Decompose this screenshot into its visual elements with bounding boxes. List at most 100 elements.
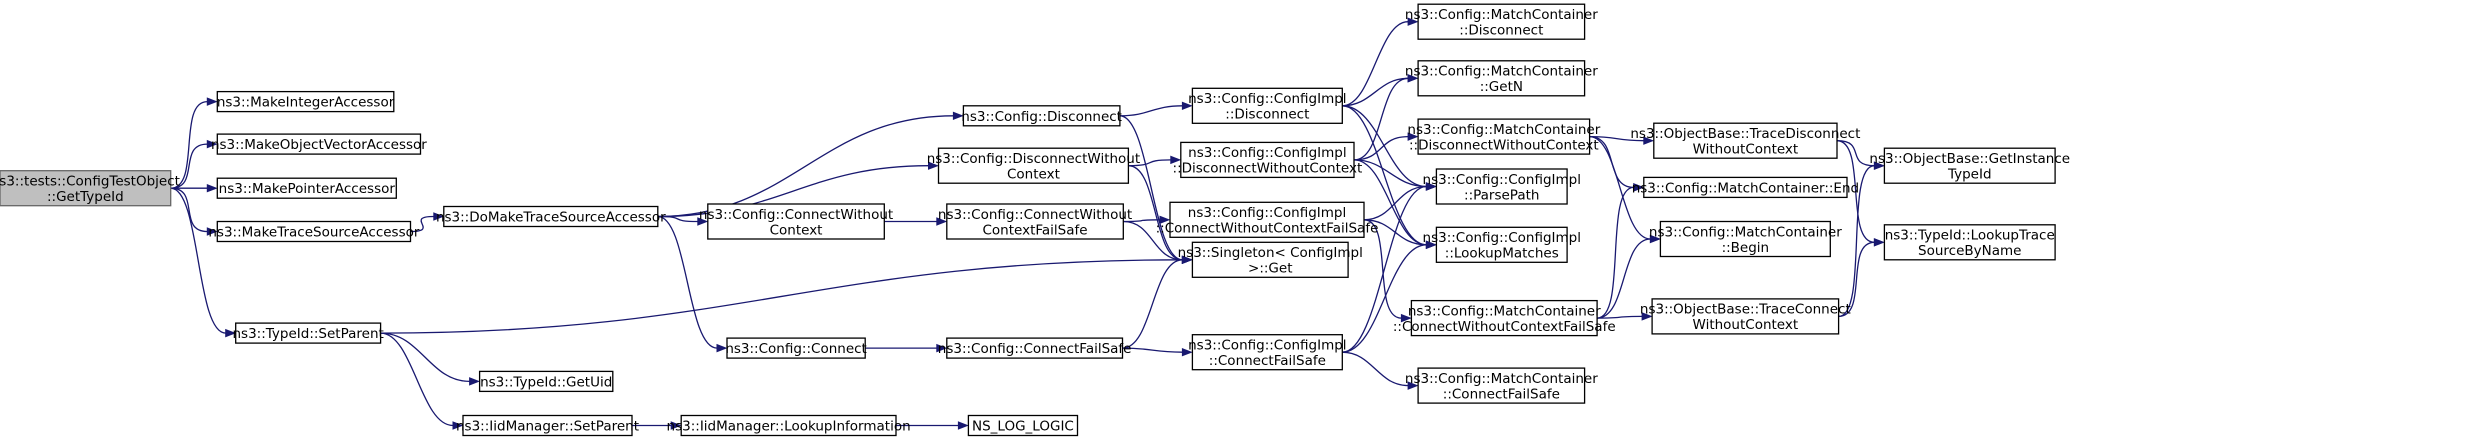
node-box: [235, 322, 382, 344]
edge-line: [1119, 105, 1183, 117]
node-label: ::Begin: [1722, 240, 1770, 256]
edge-arrowhead: [1181, 255, 1193, 265]
node-n18[interactable]: ns3::Config::ConnectFailSafe: [938, 337, 1132, 359]
edge-n14-n20: [1342, 17, 1419, 107]
node-n11[interactable]: ns3::Config::DisconnectWithoutContext: [927, 147, 1140, 184]
node-box: [462, 414, 633, 437]
edge-arrowhead: [1643, 136, 1655, 145]
edge-n15-n21: [1353, 74, 1419, 161]
node-n1[interactable]: ns3::MakeIntegerAccessor: [216, 90, 395, 113]
node-label: NS_LOG_LOGIC: [972, 419, 1074, 435]
node-label: ns3::Config::ConfigImpl: [1188, 205, 1346, 221]
node-box: [216, 133, 422, 155]
node-n5[interactable]: ns3::TypeId::SetParent: [232, 322, 384, 344]
node-label: ns3::Config::Disconnect: [961, 109, 1122, 125]
node-label: ns3::MakePointerAccessor: [219, 181, 396, 197]
node-n21[interactable]: ns3::Config::MatchContainer::GetN: [1405, 60, 1598, 97]
node-n10[interactable]: ns3::Config::Disconnect: [961, 105, 1122, 127]
edge-arrowhead: [716, 343, 728, 353]
node-n32[interactable]: ns3::ObjectBase::TraceConnectWithoutCont…: [1640, 298, 1851, 335]
node-label: ns3::ObjectBase::GetInstance: [1869, 151, 2070, 167]
node-n28[interactable]: NS_LOG_LOGIC: [967, 414, 1079, 437]
edge-arrowhead: [1407, 132, 1419, 141]
node-n31[interactable]: ns3::Config::MatchContainer::Begin: [1649, 220, 1842, 258]
edge-n17-n25: [1363, 219, 1412, 323]
node-n8[interactable]: ns3::TypeId::GetUid: [478, 370, 614, 393]
edge-arrowhead: [1159, 215, 1171, 225]
node-label: ns3::Config::Connect: [725, 341, 867, 357]
node-n22[interactable]: ns3::Config::ConfigImpl::ParsePath: [1423, 168, 1581, 205]
edge-arrowhead: [957, 421, 969, 430]
node-box: [478, 370, 614, 393]
node-label: >::Get: [1248, 261, 1292, 277]
edge-arrowhead: [697, 217, 709, 226]
edge-arrowhead: [1407, 74, 1419, 83]
node-n14[interactable]: ns3::Config::ConfigImpl::Disconnect: [1188, 87, 1347, 124]
edge-n5-n7: [380, 255, 1193, 334]
node-n2[interactable]: ns3::MakeObjectVectorAccessor: [211, 133, 427, 155]
edge-arrowhead: [206, 183, 218, 193]
edge-arrowhead: [928, 161, 939, 170]
node-label: ns3::Config::MatchContainer: [1407, 122, 1600, 138]
node-label: ::ConnectFailSafe: [1443, 386, 1560, 402]
node-label: ns3::Config::MatchContainer: [1405, 64, 1598, 80]
node-label: ns3::Config::ConnectFailSafe: [938, 341, 1132, 357]
node-n16[interactable]: ns3::Config::ConnectWithoutContextFailSa…: [938, 203, 1132, 240]
node-n19[interactable]: ns3::Config::ConfigImpl::ConnectFailSafe: [1188, 334, 1347, 371]
edge-line: [1597, 315, 1643, 319]
edge-line: [1596, 186, 1634, 319]
edge-n19-n22: [1342, 182, 1437, 353]
node-n24[interactable]: ns3::Config::MatchContainer::DisconnectW…: [1407, 118, 1601, 155]
edge-arrowhead: [206, 139, 218, 149]
node-n9[interactable]: ns3::IidManager::SetParent: [456, 414, 639, 437]
node-n23[interactable]: ns3::Config::ConfigImpl::LookupMatches: [1423, 226, 1581, 263]
edge-arrowhead: [1170, 155, 1182, 165]
edge-line: [1342, 244, 1427, 353]
node-n26[interactable]: ns3::Config::MatchContainer::ConnectFail…: [1405, 367, 1598, 404]
node-label: ContextFailSafe: [983, 222, 1088, 238]
node-label: ::ParsePath: [1464, 187, 1539, 203]
node-n13[interactable]: ns3::Config::Connect: [725, 337, 867, 359]
edge-line: [1123, 220, 1183, 261]
node-n27[interactable]: ns3::IidManager::LookupInformation: [667, 414, 911, 437]
node-label: ::Disconnect: [1225, 107, 1309, 123]
node-label: ns3::Config::MatchContainer: [1408, 303, 1601, 319]
node-label: SourceByName: [1918, 243, 2021, 259]
edge-line: [1122, 347, 1183, 353]
node-label: ns3::IidManager::LookupInformation: [667, 419, 911, 435]
node-n30[interactable]: ns3::Config::MatchContainer::End: [1632, 176, 1859, 199]
edge-line: [410, 215, 434, 233]
node-label: ::Disconnect: [1459, 22, 1543, 38]
edge-n12-n16: [884, 217, 948, 226]
node-n20[interactable]: ns3::Config::MatchContainer::Disconnect: [1405, 3, 1598, 40]
node-box: [1435, 226, 1568, 263]
edge-arrowhead: [952, 111, 964, 121]
edge-n6-n10: [657, 111, 964, 218]
node-box: [1191, 87, 1343, 124]
edge-line: [1128, 165, 1183, 261]
edge-n25-n31: [1597, 234, 1661, 319]
node-n0[interactable]: ns3::tests::ConfigTestObject::GetTypeId: [0, 170, 180, 207]
edge-n0-n2: [170, 139, 218, 189]
node-n15[interactable]: ns3::Config::ConfigImpl::DisconnectWitho…: [1173, 141, 1363, 179]
node-n29[interactable]: ns3::ObjectBase::TraceDisconnectWithoutC…: [1630, 122, 1860, 159]
node-n4[interactable]: ns3::MakeTraceSourceAccessor: [208, 220, 420, 243]
edge-n5-n9: [380, 332, 464, 430]
edge-n25-n32: [1597, 312, 1653, 321]
node-n3[interactable]: ns3::MakePointerAccessor: [216, 177, 397, 199]
node-label: ns3::Config::ConfigImpl: [1423, 230, 1581, 246]
edge-arrowhead: [452, 421, 464, 430]
node-n25[interactable]: ns3::Config::MatchContainer::ConnectWith…: [1393, 299, 1616, 337]
node-box: [726, 337, 866, 359]
edge-n27-n28: [896, 421, 969, 430]
node-n12[interactable]: ns3::Config::ConnectWithoutContext: [699, 203, 893, 240]
node-n17[interactable]: ns3::Config::ConfigImpl::ConnectWithoutC…: [1156, 201, 1379, 238]
edge-n16-n17: [1123, 215, 1171, 225]
edge-line: [1342, 77, 1409, 107]
node-n6[interactable]: ns3::DoMakeTraceSourceAccessor: [436, 205, 666, 228]
edge-line: [1836, 140, 1875, 243]
edge-line: [1342, 351, 1409, 387]
node-n7[interactable]: ns3::Singleton< ConfigImpl >::Get: [1178, 241, 1363, 278]
